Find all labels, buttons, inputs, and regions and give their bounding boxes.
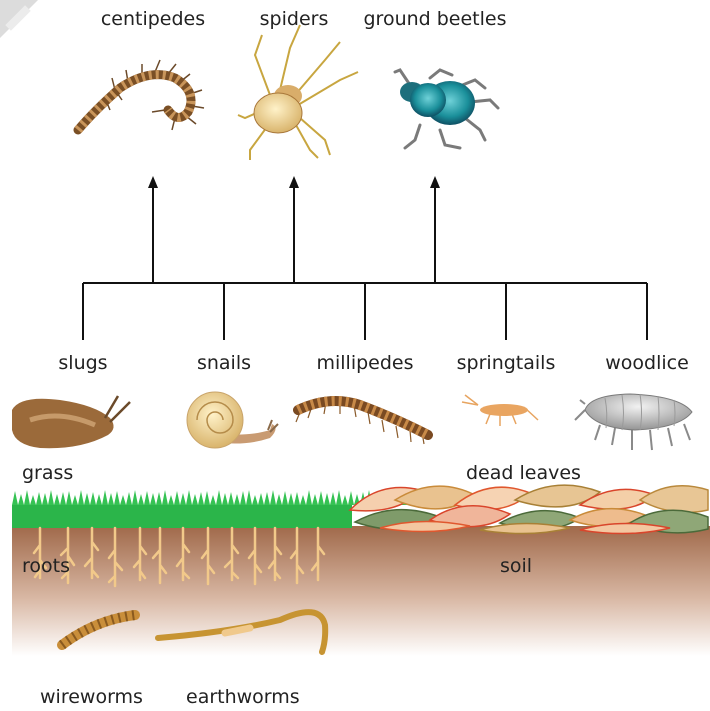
- spider-illustration: [238, 25, 358, 160]
- millipede-illustration: [296, 401, 428, 444]
- soil-layer: [12, 526, 710, 656]
- arrowhead-centipedes: [148, 176, 158, 188]
- label-snails: snails: [197, 352, 251, 374]
- label-roots: roots: [22, 555, 70, 577]
- label-wireworms: wireworms: [40, 686, 143, 708]
- arrowheads: [148, 176, 440, 188]
- label-centipedes: centipedes: [101, 8, 205, 30]
- dead-leaves-pile: [350, 485, 708, 533]
- snail-illustration: [187, 392, 278, 448]
- label-spiders: spiders: [260, 8, 329, 30]
- slug-illustration: [12, 396, 130, 448]
- label-soil: soil: [500, 555, 532, 577]
- label-grass: grass: [22, 462, 73, 484]
- label-ground-beetles: ground beetles: [363, 8, 506, 30]
- food-web-connectors: [83, 186, 647, 340]
- arrowhead-spiders: [289, 176, 299, 188]
- arrowhead-ground-beetles: [430, 176, 440, 188]
- label-dead-leaves: dead leaves: [466, 462, 581, 484]
- label-slugs: slugs: [58, 352, 107, 374]
- label-woodlice: woodlice: [605, 352, 689, 374]
- label-springtails: springtails: [457, 352, 556, 374]
- label-millipedes: millipedes: [316, 352, 413, 374]
- ground-beetle-illustration: [395, 70, 498, 148]
- woodlouse-illustration: [575, 394, 692, 450]
- label-earthworms: earthworms: [186, 686, 300, 708]
- grass-strip: [12, 490, 408, 528]
- centipede-illustration: [78, 60, 204, 132]
- springtail-illustration: [462, 395, 538, 426]
